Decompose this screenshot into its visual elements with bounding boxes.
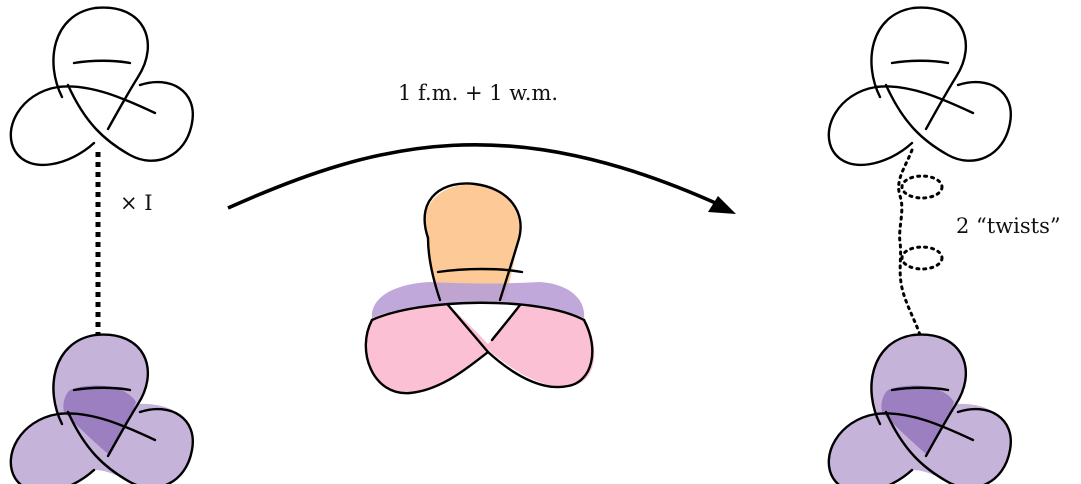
knot-top-right — [827, 6, 1013, 167]
seifert-surface-bottom-right — [829, 335, 1011, 484]
cobordism-arrow — [227, 142, 721, 210]
arrowhead-icon — [708, 196, 736, 214]
twisting-path — [897, 148, 944, 337]
arrow-label: 1 f.m. + 1 w.m. — [398, 81, 558, 105]
seifert-surface-bottom-left — [11, 335, 193, 484]
knot-top-left — [9, 6, 195, 167]
twists-label: 2 “twists” — [956, 214, 1061, 238]
cross-interval-label: × I — [120, 191, 153, 215]
center-surface — [364, 182, 595, 395]
